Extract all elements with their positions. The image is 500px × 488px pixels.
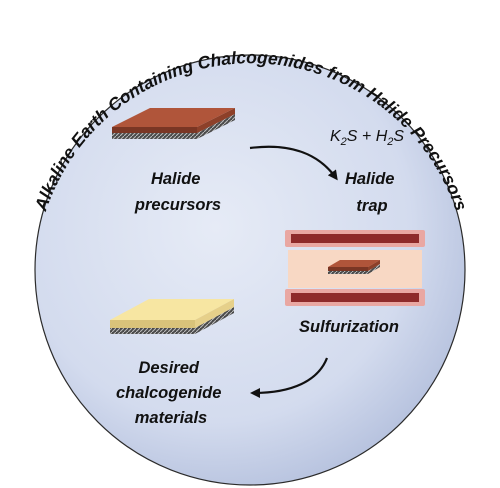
halide-trap-label: Halide trap: [345, 170, 399, 215]
sulfurization-label: Sulfurization: [299, 318, 399, 336]
sulfurization-furnace: [285, 230, 425, 306]
chalcogenide-product-film: [110, 299, 234, 334]
halide-precursors-label: Halide precursors: [134, 170, 221, 214]
curved-arrow-icon: [250, 357, 329, 398]
curved-arrow-icon: [249, 145, 338, 181]
reagent-formula: K2S + H2S: [330, 128, 404, 148]
product-label: Desired chalcogenide materials: [116, 359, 226, 427]
background-circle: [34, 54, 466, 486]
sample-film: [328, 260, 380, 274]
halide-precursor-film: [112, 108, 235, 139]
